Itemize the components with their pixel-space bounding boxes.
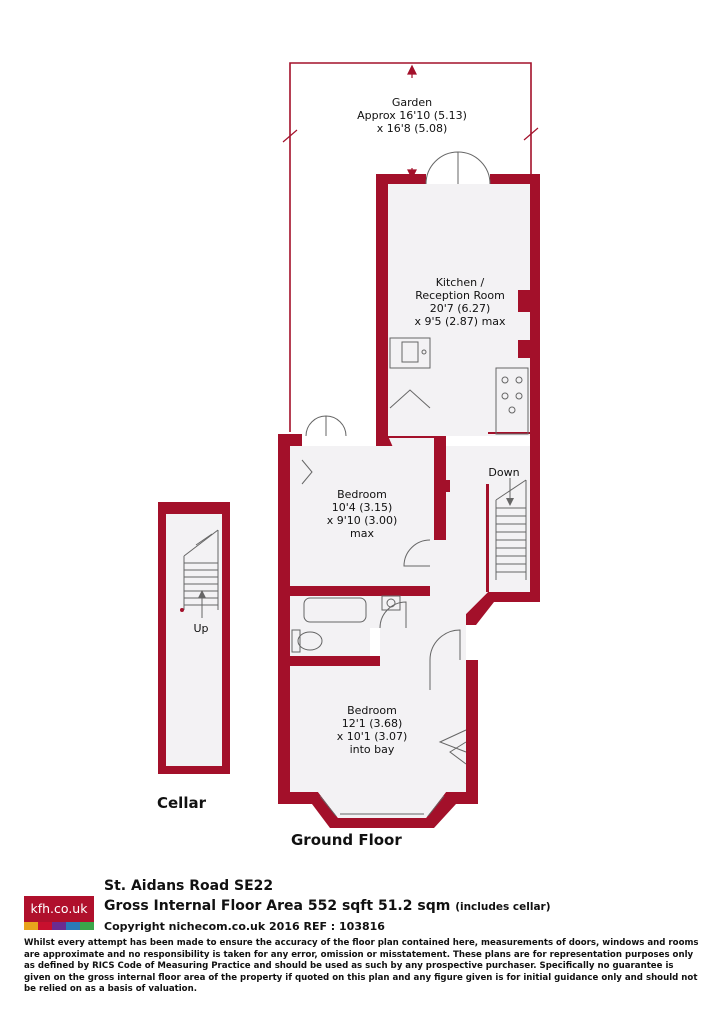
cellar-stairs [183, 529, 219, 618]
bedroom2-dim2: x 10'1 (3.07) [336, 730, 408, 743]
copyright: Copyright nichecom.co.uk 2016 REF : 1038… [104, 920, 385, 933]
cellar-structure [158, 502, 230, 774]
bedroom1-dim3: max [350, 527, 374, 540]
kitchen-dim1: 20'7 (6.27) [429, 302, 491, 315]
kitchen-name2: Reception Room [415, 289, 505, 302]
bedroom1-name: Bedroom [337, 488, 387, 501]
kfh-logo: kfh.co.uk [24, 896, 94, 930]
bedroom1-label: Bedroom 10'4 (3.15) x 9'10 (3.00) max [312, 488, 412, 540]
floor-plan [158, 62, 540, 828]
fixtures [291, 151, 529, 817]
floor-area-note: (includes cellar) [455, 901, 551, 913]
bedroom2-dim1: 12'1 (3.68) [341, 717, 403, 730]
bedroom1-dim1: 10'4 (3.15) [331, 501, 393, 514]
garden-name: Garden [391, 96, 433, 109]
bedroom2-name: Bedroom [347, 704, 397, 717]
up-arrow-icon [198, 590, 206, 598]
garden-dim1: Approx 16'10 (5.13) [357, 109, 467, 122]
stairs-up-label: Up [193, 622, 209, 635]
ground-floor-rooms [290, 184, 530, 818]
down-arrow-icon [506, 498, 514, 506]
kitchen-name1: Kitchen / [435, 276, 485, 289]
ground-floor-title: Ground Floor [291, 831, 402, 849]
bedroom1-dim2: x 9'10 (3.00) [326, 514, 398, 527]
floor-area: Gross Internal Floor Area 552 sqft 51.2 … [104, 898, 551, 914]
sink-icon [401, 341, 419, 363]
kitchen-label: Kitchen / Reception Room 20'7 (6.27) x 9… [400, 276, 520, 328]
cellar-title: Cellar [157, 794, 206, 812]
kitchen-dim2: x 9'5 (2.87) max [414, 315, 506, 328]
logo-text: kfh.co.uk [24, 896, 94, 922]
property-address: St. Aidans Road SE22 [104, 878, 274, 894]
floor-area-text: Gross Internal Floor Area 552 sqft 51.2 … [104, 898, 451, 914]
bedroom2-label: Bedroom 12'1 (3.68) x 10'1 (3.07) into b… [322, 704, 422, 756]
garden-label: Garden Approx 16'10 (5.13) x 16'8 (5.08) [352, 96, 472, 135]
bedroom2-dim3: into bay [349, 743, 395, 756]
garden-dim2: x 16'8 (5.08) [376, 122, 448, 135]
stairs-down-label: Down [488, 466, 520, 479]
logo-color-strip [24, 922, 94, 930]
disclaimer: Whilst every attempt has been made to en… [24, 938, 699, 994]
garden-boundary [289, 62, 532, 432]
internal-walls [278, 290, 532, 630]
